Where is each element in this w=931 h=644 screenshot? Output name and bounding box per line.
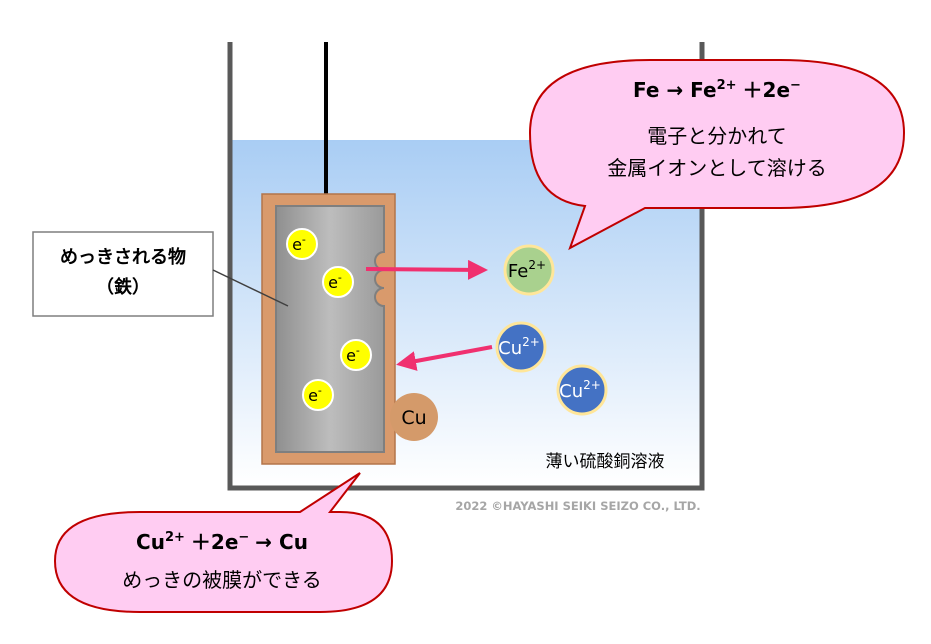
bubble-top-line1: 電子と分かれて	[647, 124, 786, 148]
plated-object-label-box	[32, 231, 214, 317]
electron: e-	[322, 266, 354, 298]
electron: e-	[286, 228, 318, 260]
bubble-bottom-line1: めっきの被膜ができる	[122, 568, 322, 592]
cu-ion: Cu2+	[495, 321, 547, 373]
beaker	[227, 42, 705, 491]
label-leader-line	[212, 269, 289, 307]
arrow-fe-dissolve	[365, 259, 488, 280]
speech-bubble-top	[528, 59, 906, 251]
cu-atom: Cu	[390, 393, 438, 441]
cu-ion: Cu2+	[556, 364, 608, 416]
plated-object-label-line2: （鉄）	[96, 276, 150, 298]
svg-text:Cu2+: Cu2+	[498, 335, 540, 359]
copyright-text: 2022 ©HAYASHI SEIKI SEIZO CO., LTD.	[455, 499, 700, 513]
plated-object-label-line1: めっきされる物	[60, 246, 186, 268]
svg-text:Cu: Cu	[401, 407, 426, 429]
solution-label: 薄い硫酸銅溶液	[546, 452, 665, 472]
bubble-bottom-equation: Cu2+＋2e−→ Cu	[136, 530, 308, 554]
bubble-top-line2: 金属イオンとして溶ける	[607, 156, 826, 180]
svg-text:e-: e-	[308, 384, 322, 405]
svg-text:e-: e-	[292, 233, 306, 254]
svg-text:e-: e-	[346, 344, 360, 365]
svg-text:e-: e-	[328, 271, 342, 292]
arrow-cu-deposit	[396, 345, 493, 371]
electron: e-	[340, 339, 372, 371]
svg-text:Cu2+: Cu2+	[559, 378, 601, 402]
electron: e-	[302, 379, 334, 411]
fe-ion: Fe2+	[503, 244, 555, 296]
svg-text:Fe2+: Fe2+	[508, 258, 546, 282]
bubble-top-equation: Fe → Fe2+＋2e−	[633, 78, 801, 102]
speech-bubble-bottom	[53, 472, 394, 613]
